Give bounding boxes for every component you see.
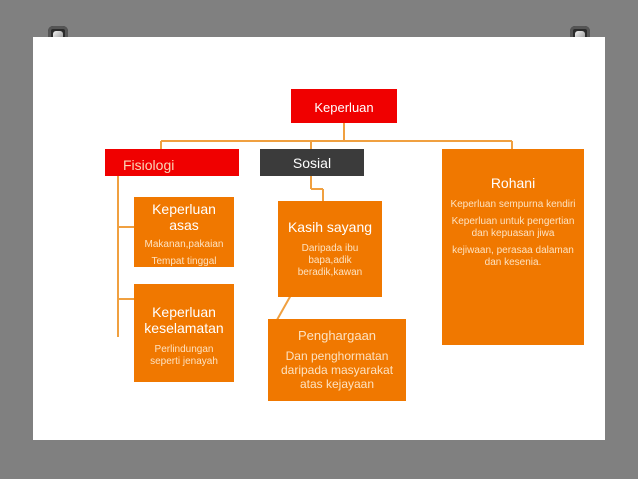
penghargaan-node: Penghargaan Dan penghormatan daripada ma… [268, 319, 406, 401]
keperluan-keselamatan-line-1: Perlindungan seperti jenayah [150, 344, 218, 367]
root-label: Keperluan [314, 100, 374, 115]
rohani-line-1: Keperluan sempurna kendiri [450, 199, 576, 210]
root-node: Keperluan [291, 89, 397, 123]
connector-lines [117, 121, 513, 337]
keperluan-keselamatan-node: Keperluan keselamatan Perlindungan seper… [134, 284, 234, 382]
rohani-line-3: kejiwaan, perasaa dalaman dan kesenia. [452, 245, 574, 268]
keperluan-asas-line-2: Tempat tinggal [151, 256, 217, 267]
keperluan-asas-node: Keperluan asas Makanan,pakaian Tempat ti… [134, 197, 234, 267]
fisiologi-node: Fisiologi [105, 149, 239, 176]
keperluan-keselamatan-title: Keperluan keselamatan [144, 304, 224, 336]
kasih-sayang-title: Kasih sayang [287, 219, 373, 235]
kasih-sayang-node: Kasih sayang Daripada ibu bapa,adik bera… [278, 201, 382, 297]
slide-board: Keperluan Fisiologi Sosial Rohani Keperl… [33, 37, 605, 440]
penghargaan-title: Penghargaan [297, 328, 377, 343]
penghargaan-line-1: Dan penghormatan daripada masyarakat ata… [280, 349, 394, 391]
keperluan-asas-line-1: Makanan,pakaian [144, 239, 224, 250]
rohani-node: Rohani Keperluan sempurna kendiri Keperl… [442, 149, 584, 345]
sosial-label: Sosial [292, 155, 332, 171]
keperluan-asas-title: Keperluan asas [152, 201, 216, 233]
fisiologi-label: Fisiologi [123, 157, 175, 173]
kasih-sayang-line-1: Daripada ibu bapa,adik beradik,kawan [297, 243, 363, 278]
sosial-node: Sosial [260, 149, 364, 176]
rohani-line-2: Keperluan untuk pengertian dan kepuasan … [451, 216, 575, 239]
rohani-title: Rohani [490, 175, 536, 191]
